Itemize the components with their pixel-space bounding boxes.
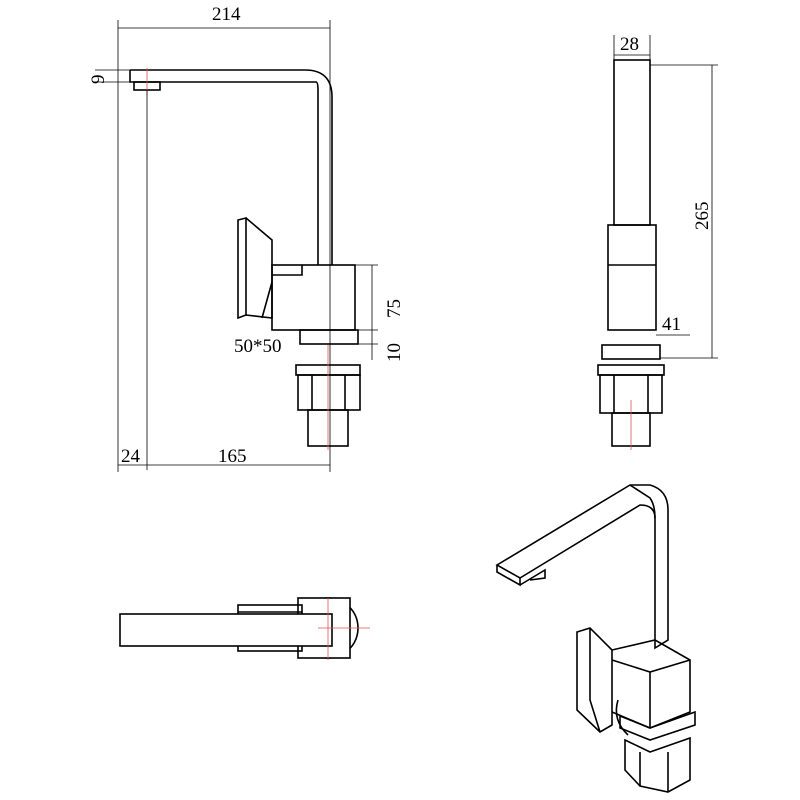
side-view: 28 265 41	[597, 34, 718, 450]
front-view: 214 9 24 165 75 10 50*50	[88, 4, 405, 472]
dim-41: 41	[662, 314, 681, 335]
dim-165: 165	[218, 446, 247, 467]
dim-214: 214	[212, 4, 241, 25]
dim-9: 9	[88, 75, 109, 85]
dim-24: 24	[121, 446, 141, 467]
dim-265: 265	[692, 202, 713, 231]
dim-10: 10	[384, 343, 405, 362]
dim-28: 28	[620, 34, 639, 55]
dim-50x50: 50*50	[234, 336, 282, 357]
top-view	[119, 597, 370, 660]
isometric-view	[495, 484, 696, 793]
dim-75: 75	[384, 299, 405, 318]
